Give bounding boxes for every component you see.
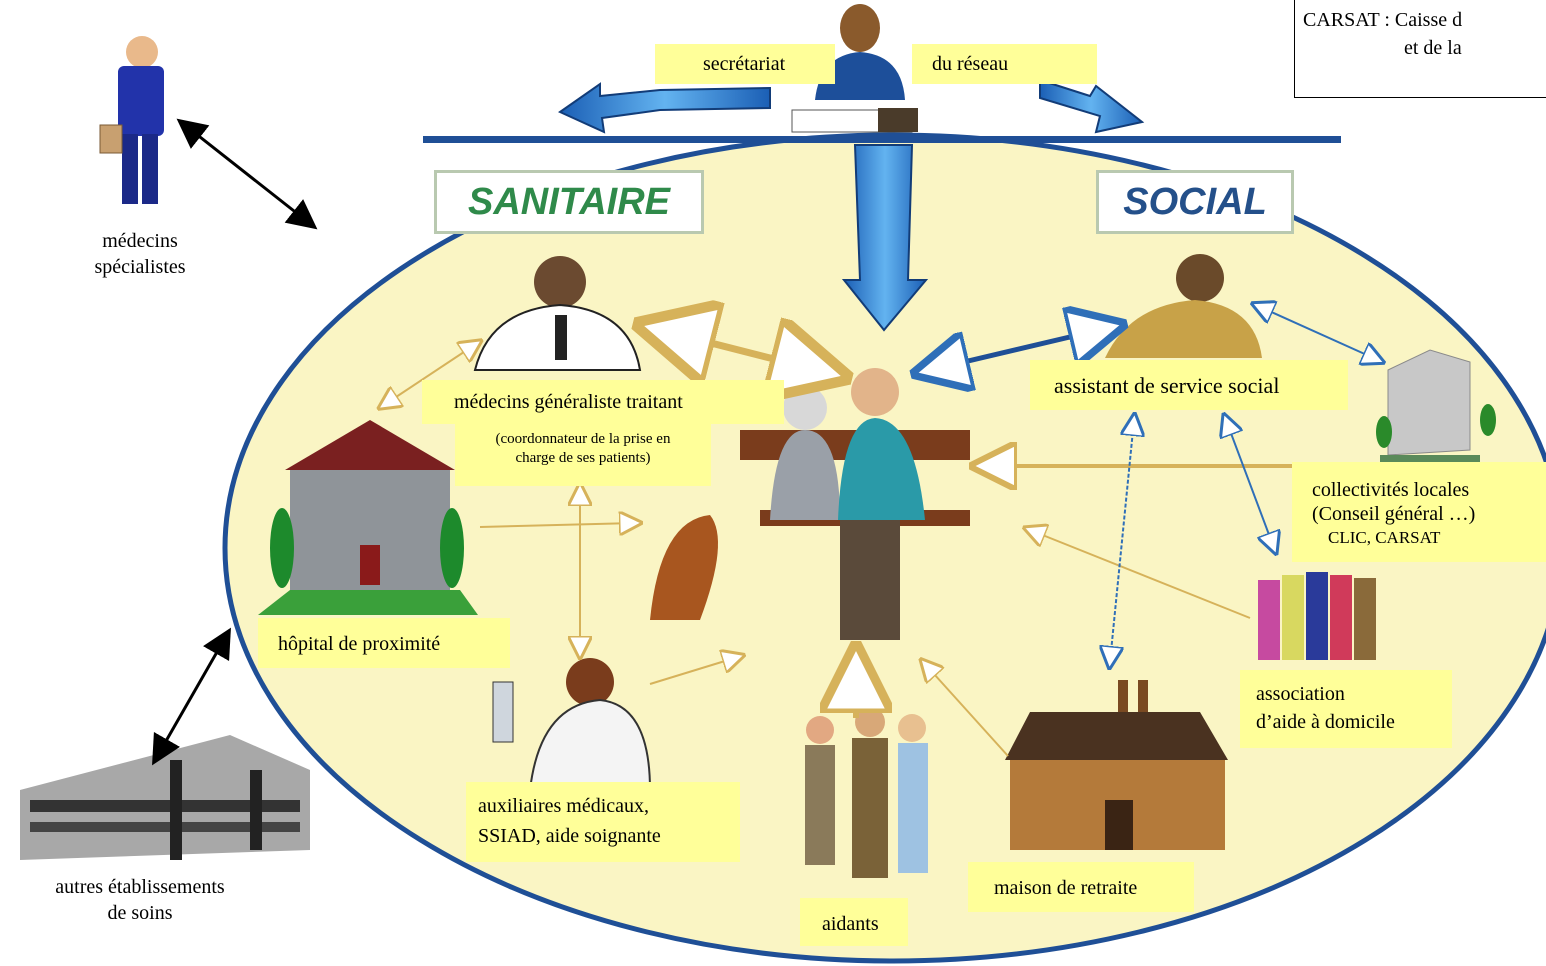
- label-specialists: médecins spécialistes: [94, 230, 186, 278]
- arrow-social-association: [1226, 420, 1274, 548]
- blue-arrow-right: [1039, 78, 1145, 134]
- label-retirement: maison de retraite: [968, 862, 1194, 912]
- blue-arrow-left: [557, 82, 771, 134]
- retirement-house-icon: [1005, 680, 1228, 850]
- other-establishments-icon: [20, 735, 310, 860]
- arrow-nurse-couple: [649, 657, 738, 685]
- arrow-specialists: [176, 118, 318, 230]
- caregivers-icon: [805, 707, 928, 878]
- legend-box: CARSAT : Caisse d et de la: [1294, 0, 1546, 98]
- gp-doctor-icon: [473, 256, 642, 371]
- local-authorities-icon: [1376, 349, 1496, 463]
- arrow-social-local: [1258, 306, 1378, 360]
- arrow-gp-hospital: [384, 344, 476, 405]
- top-bar: [423, 136, 1341, 143]
- arrow-others: [152, 627, 231, 766]
- label-hospital: hôpital de proximité: [258, 618, 510, 668]
- hospital-icon: [258, 420, 478, 615]
- section-sanitaire: SANITAIRE: [434, 170, 704, 234]
- label-local-authorities: collectivités locales (Conseil général ……: [1292, 462, 1546, 562]
- label-secretariat: secrétariat: [655, 44, 835, 84]
- label-social-worker: assistant de service social: [1030, 360, 1348, 410]
- label-gp: médecins généraliste traitant: [422, 380, 784, 424]
- association-group-icon: [1258, 572, 1376, 660]
- label-association: association d’aide à domicile: [1240, 670, 1452, 748]
- specialist-doctor-icon: [99, 36, 164, 204]
- nurse-icon: [492, 658, 652, 791]
- social-worker-icon: [1105, 254, 1262, 358]
- label-caregivers: aidants: [800, 898, 908, 946]
- elderly-couple-icon: [650, 368, 970, 640]
- arrow-retirement-couple: [925, 664, 1009, 757]
- legend-line-2: et de la: [1404, 37, 1462, 59]
- arrow-hospital-couple: [479, 523, 635, 527]
- label-gp-note: (coordonnateur de la prise en charge de …: [455, 424, 711, 486]
- legend-line-1: CARSAT : Caisse d: [1303, 9, 1463, 31]
- secretary-icon: [791, 4, 918, 133]
- arrow-social-retirement: [1110, 420, 1134, 662]
- arrow-social-couple: [930, 328, 1108, 370]
- label-reseau: du réseau: [912, 44, 1097, 84]
- label-other-establishments: autres établissements de soins: [55, 876, 225, 924]
- section-social: SOCIAL: [1096, 170, 1294, 234]
- label-auxiliaries: auxiliaires médicaux, SSIAD, aide soigna…: [466, 782, 740, 862]
- arrow-gp-couple: [660, 330, 825, 372]
